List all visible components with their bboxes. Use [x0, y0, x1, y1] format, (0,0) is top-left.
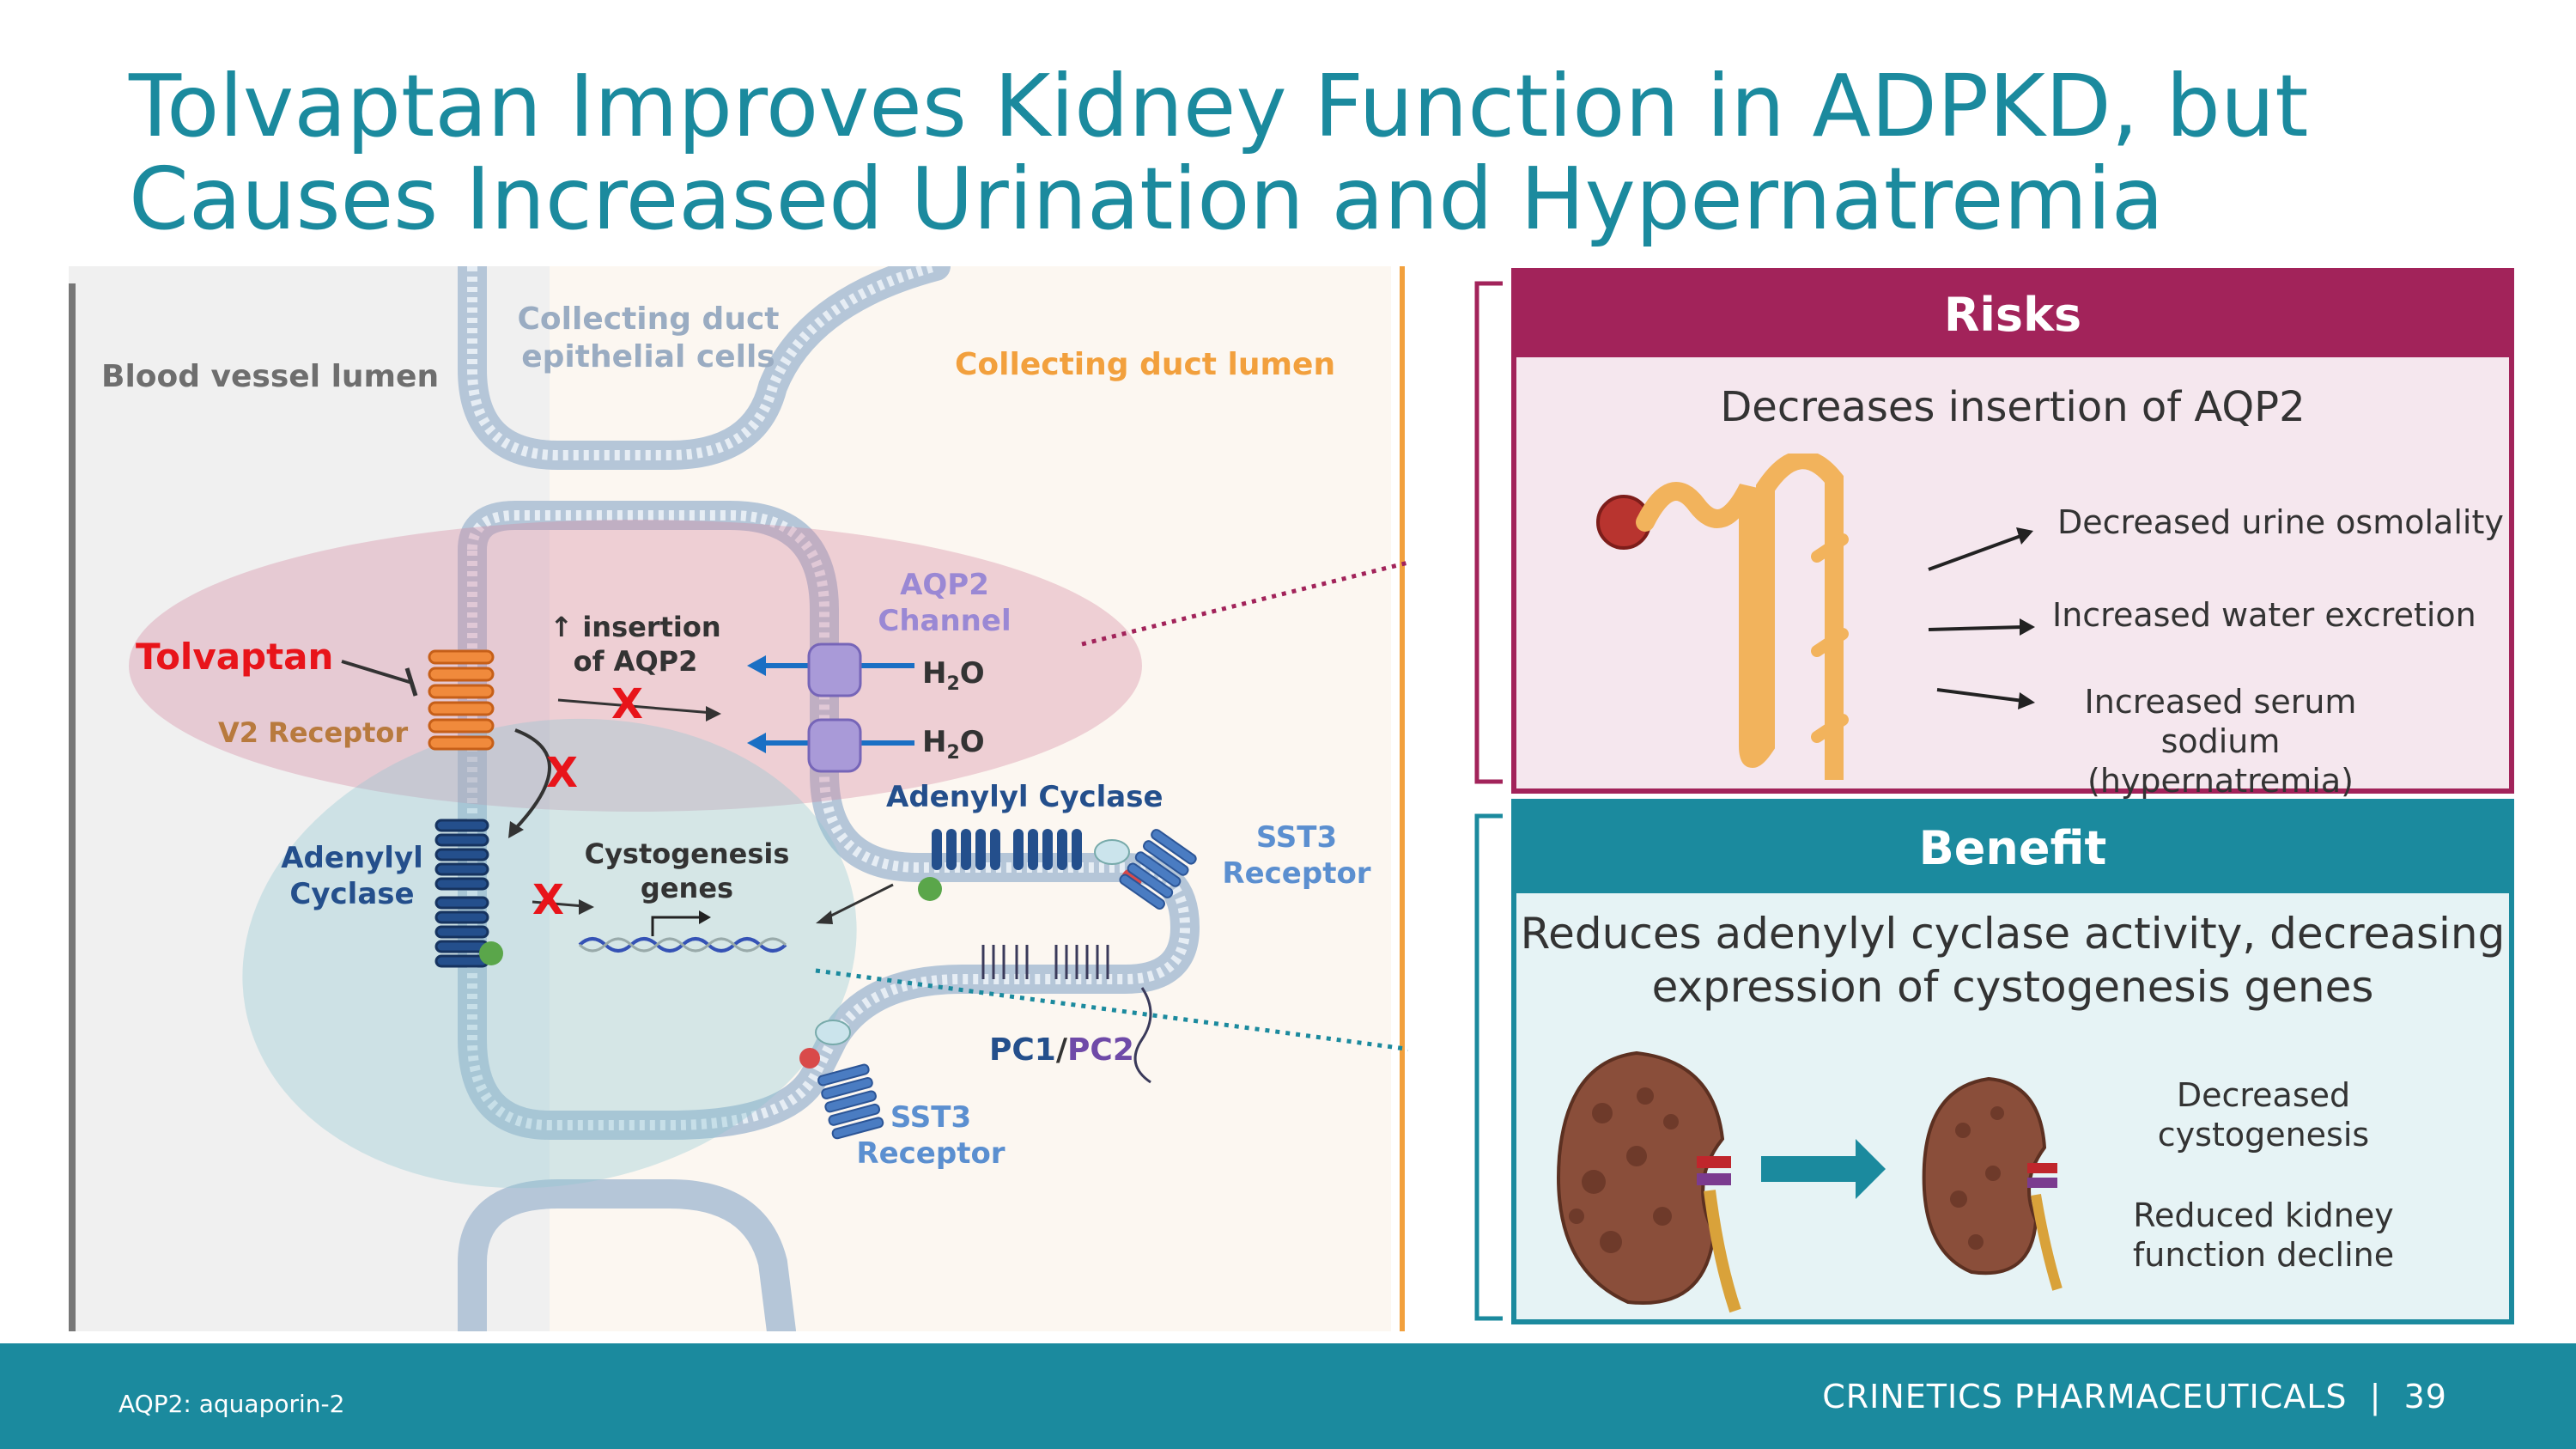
title-line-1: Tolvaptan Improves Kidney Function in AD…: [129, 56, 2309, 156]
label-adenylyl-left-line-2: Cyclase: [289, 877, 415, 911]
x-mark-genes: X: [532, 876, 565, 924]
g-protein-icon: [479, 941, 503, 965]
label-sst3-bottom-line-2: Receptor: [856, 1136, 1005, 1171]
label-adenylyl-cyclase-right: Adenylyl Cyclase: [886, 780, 1163, 814]
title-line-2: Causes Increased Urination and Hypernatr…: [129, 149, 2164, 249]
risk-connector: [1081, 560, 1408, 647]
label-tolvaptan: Tolvaptan: [136, 636, 334, 678]
benefit-panel: Benefit Reduces adenylyl cyclase activit…: [1511, 799, 2514, 1324]
footer-bar: [0, 1343, 2576, 1449]
panel-brackets: [1474, 281, 1503, 1321]
label-sst3-right: SST3 Receptor: [1219, 819, 1374, 892]
label-duct-lumen: Collecting duct lumen: [955, 347, 1336, 382]
risk-arrows: [1928, 527, 2035, 709]
slide-title: Tolvaptan Improves Kidney Function in AD…: [129, 60, 2447, 246]
cyclase-highlight: [242, 718, 857, 1189]
label-adenylyl-cyclase-left: Adenylyl Cyclase: [266, 840, 438, 912]
label-v2-receptor: V2 Receptor: [218, 716, 409, 749]
benefit-subtitle-line-1: Reduces adenylyl cyclase activity, decre…: [1520, 909, 2506, 959]
v2-receptor-shape: [428, 649, 495, 751]
risk-item-water-excretion: Increased water excretion: [2052, 596, 2476, 634]
nephron-illustration: [1596, 454, 1849, 780]
vessel-wall: [69, 283, 76, 1331]
aqp2-highlight: [129, 520, 1142, 812]
cell-membranes-inner: [467, 266, 1191, 1130]
label-pc1-pc2: PC1/PC2: [989, 1032, 1134, 1068]
adenylyl-cyclase-left-shape: [434, 819, 489, 968]
benefit-item-line-3: Reduced kidney: [2133, 1196, 2394, 1234]
label-aqp2-channel: AQP2 Channel: [867, 567, 1022, 639]
insertion-arrow: [557, 698, 714, 715]
benefit-subtitle-line-2: expression of cystogenesis genes: [1651, 962, 2374, 1012]
label-sst3-bottom-line-1: SST3: [890, 1100, 972, 1135]
risks-panel: Risks Decreases insertion of AQP2 Decrea…: [1511, 268, 2514, 800]
benefit-item-line-2: cystogenesis: [2157, 1116, 2370, 1154]
tolvaptan-inhibition-line: [341, 660, 413, 685]
label-epithelial-line-1: Collecting duct: [517, 301, 780, 337]
label-cystogenesis-line-2: genes: [640, 872, 734, 904]
label-insertion-line-1: ↑ insertion: [550, 611, 721, 643]
label-cystogenesis-line-1: Cystogenesis: [584, 837, 790, 870]
risk-item-serum-sodium-line-2: (hypernatremia): [2087, 762, 2354, 800]
label-sst3-right-line-2: Receptor: [1222, 856, 1371, 891]
label-aqp2-line-1: AQP2: [900, 568, 989, 602]
label-aqp2-line-2: Channel: [878, 604, 1012, 638]
risk-item-serum-sodium: Increased serum sodium (hypernatremia): [2032, 682, 2409, 801]
label-cystogenesis-genes: Cystogenesis genes: [575, 837, 799, 905]
sst3-right-shape: [1119, 829, 1197, 910]
mechanism-diagram: [69, 266, 1408, 1331]
benefit-item-line-1: Decreased: [2176, 1076, 2351, 1114]
aqp2-channel-shapes: [807, 642, 862, 773]
benefit-header: Benefit: [1516, 804, 2509, 893]
benefit-reduced-decline: Reduced kidney function decline: [2117, 1196, 2409, 1275]
risk-item-urine-osmolality: Decreased urine osmolality: [2057, 503, 2504, 541]
label-sst3-right-line-1: SST3: [1255, 820, 1338, 855]
brand-page-number: CRINETICS PHARMACEUTICALS | 39: [1822, 1378, 2447, 1416]
label-adenylyl-left-line-1: Adenylyl: [281, 841, 423, 875]
sst3-to-gene-arrow: [823, 883, 894, 921]
risk-item-serum-sodium-line-1: Increased serum sodium: [2084, 683, 2357, 760]
label-h2o-top: H2O: [922, 656, 985, 695]
x-mark-insertion: X: [611, 680, 644, 728]
x-mark-v2-cyclase: X: [546, 749, 579, 797]
label-sst3-bottom: SST3 Receptor: [854, 1099, 1008, 1172]
benefit-item-line-4: function decline: [2132, 1236, 2395, 1274]
risks-header: Risks: [1516, 273, 2509, 357]
lumen-boundary: [1400, 266, 1405, 1331]
label-blood-vessel-lumen: Blood vessel lumen: [101, 359, 440, 394]
label-insertion-line-2: of AQP2: [573, 645, 698, 678]
footnote: AQP2: aquaporin-2: [118, 1390, 345, 1418]
risks-subtitle: Decreases insertion of AQP2: [1720, 383, 2306, 431]
v2-to-cyclase-arrow: [513, 728, 551, 831]
gene-arrow: [532, 900, 585, 908]
label-epithelial-line-2: epithelial cells: [521, 339, 775, 374]
benefit-decreased-cystogenesis: Decreased cystogenesis: [2117, 1075, 2409, 1154]
benefit-subtitle: Reduces adenylyl cyclase activity, decre…: [1516, 907, 2509, 1014]
label-insertion: ↑ insertion of AQP2: [550, 610, 721, 679]
kidney-illustration: [1557, 1050, 2063, 1313]
adenylyl-cyclase-right-shape: [932, 829, 1082, 870]
label-epithelial-cells: Collecting duct epithelial cells: [515, 301, 781, 376]
pc1-pc2-shape: [981, 945, 1152, 1084]
label-h2o-bottom: H2O: [922, 725, 985, 764]
sst3-bottom-shape: [817, 1063, 884, 1140]
